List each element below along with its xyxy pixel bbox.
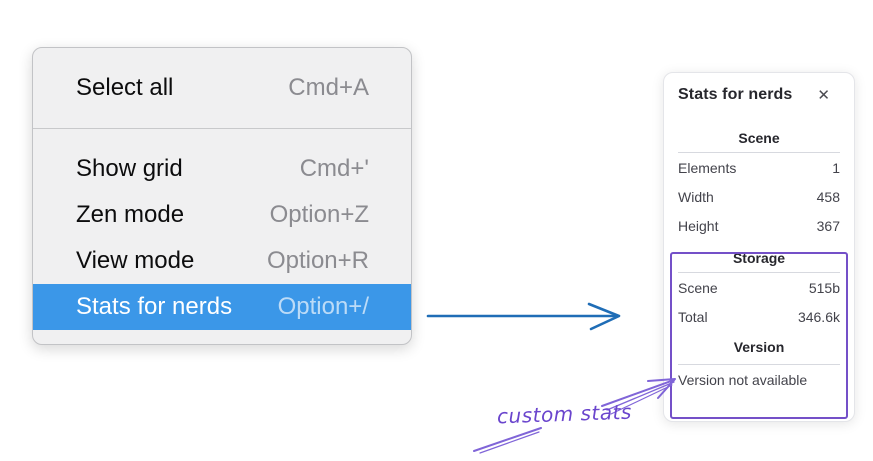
divider [678,272,840,273]
menu-section-top: Select all Cmd+A [33,48,411,128]
stats-panel: Stats for nerds ✕ Scene Elements 1 Width… [663,72,855,422]
menu-item-show-grid[interactable]: Show grid Cmd+' [33,146,411,192]
stat-value: 458 [816,189,840,205]
menu-item-shortcut: Cmd+A [288,74,369,101]
menu-item-stats-for-nerds[interactable]: Stats for nerds Option+/ [33,284,411,330]
stat-label: Scene [678,280,718,296]
menu-item-shortcut: Cmd+' [299,155,369,182]
menu-item-select-all[interactable]: Select all Cmd+A [33,65,411,111]
menu-item-shortcut: Option+/ [277,293,369,320]
menu-item-view-mode[interactable]: View mode Option+R [33,238,411,284]
divider [678,364,840,365]
flow-arrow [426,302,621,331]
stat-row-scene-size: Scene 515b [664,274,854,303]
stats-panel-title: Stats for nerds [678,86,793,103]
close-icon[interactable]: ✕ [817,86,830,104]
menu-item-label: View mode [76,247,195,274]
section-header-scene: Scene [738,130,780,146]
version-note: Version not available [678,372,808,388]
menu-item-label: Stats for nerds [76,293,233,320]
stat-row-elements: Elements 1 [664,154,854,183]
stat-value: 346.6k [797,309,840,325]
stat-row-total-size: Total 346.6k [664,303,854,332]
menu-item-label: Zen mode [76,201,185,228]
stat-label: Elements [678,160,737,176]
menu-item-label: Show grid [76,155,183,182]
context-menu: Select all Cmd+A Show grid Cmd+' Zen mod… [32,47,412,345]
menu-section-main: Show grid Cmd+' Zen mode Option+Z View m… [33,128,411,344]
stat-label: Height [678,218,719,234]
stat-label: Total [678,309,708,325]
scene-rows: Elements 1 Width 458 Height 367 [664,154,854,241]
storage-rows: Scene 515b Total 346.6k [664,274,854,332]
annotation-label: custom stats [496,399,633,429]
stats-panel-header: Stats for nerds ✕ [664,73,854,104]
stat-value: 515b [808,280,840,296]
menu-item-shortcut: Option+R [266,247,369,274]
section-header-storage: Storage [732,250,786,266]
stat-value: 1 [832,160,840,176]
divider [678,152,840,153]
stat-value: 367 [816,218,840,234]
menu-item-shortcut: Option+Z [269,201,369,228]
section-header-version: Version [733,339,785,355]
stat-label: Width [678,189,714,205]
stat-row-height: Height 367 [664,212,854,241]
menu-item-zen-mode[interactable]: Zen mode Option+Z [33,192,411,238]
menu-item-label: Select all [76,74,174,101]
stat-row-width: Width 458 [664,183,854,212]
